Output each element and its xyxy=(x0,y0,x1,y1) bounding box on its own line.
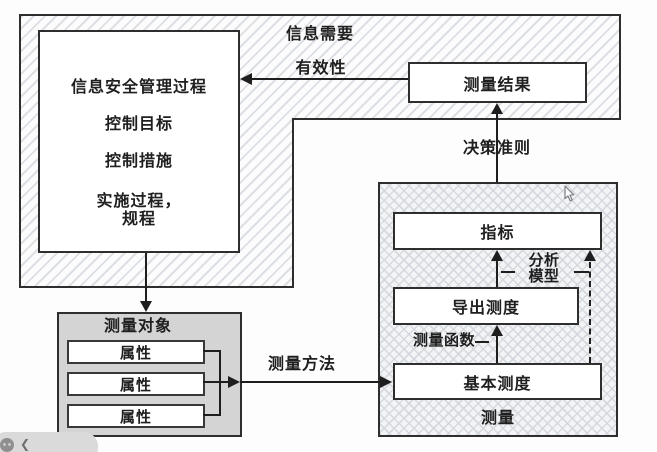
control-measures-label: 控制措施 xyxy=(104,153,173,170)
attribute3-connector-line xyxy=(203,414,221,416)
derived-measure-label: 导出测度 xyxy=(451,300,520,317)
base-measure-box: 基本测度 xyxy=(393,363,602,400)
decision-criteria-arrow-line xyxy=(496,112,498,212)
derived-measure-box: 导出测度 xyxy=(393,287,579,325)
management-process-box: 信息安全管理过程 控制目标 控制措施 实施过程， 规程 xyxy=(38,30,240,253)
attribute1-connector-line xyxy=(203,350,221,352)
base-to-indicator-dashed-line xyxy=(589,262,591,363)
info-need-label: 信息需要 xyxy=(285,26,354,43)
mouse-cursor-icon xyxy=(564,185,575,202)
base-to-indicator-arrowhead-icon xyxy=(584,250,596,261)
management-to-object-arrowhead-icon xyxy=(140,301,152,312)
region-border-inner-vertical xyxy=(292,118,294,288)
attribute-box: 属性 xyxy=(67,372,205,396)
base-to-derived-arrowhead-icon xyxy=(491,325,503,336)
region-border-strip-bottom xyxy=(292,118,621,120)
attribute-box: 属性 xyxy=(67,340,205,364)
measured-object-box: 测量对象 属性 属性 属性 xyxy=(57,312,242,437)
attribute-label: 属性 xyxy=(119,409,152,426)
base-to-derived-arrow-line xyxy=(496,334,498,363)
indicator-box: 指标 xyxy=(393,212,602,250)
measurement-method-label: 测量方法 xyxy=(267,356,336,373)
base-measure-label: 基本测度 xyxy=(463,375,532,393)
chevron-left-icon[interactable]: ❮ xyxy=(20,437,31,451)
attribute-merge-arrowhead-icon xyxy=(228,376,240,388)
measurement-group-label: 测量 xyxy=(480,410,515,427)
measurement-results-label: 测量结果 xyxy=(463,76,532,94)
region-border-right xyxy=(619,14,621,120)
attribute-bus-line xyxy=(219,350,221,416)
management-process-title: 信息安全管理过程 xyxy=(70,79,207,96)
implementation-procedures-label: 实施过程， 规程 xyxy=(96,193,182,228)
region-border-left xyxy=(19,14,21,288)
attribute-label: 属性 xyxy=(119,345,152,362)
attribute2-connector-line xyxy=(203,381,229,383)
measured-object-title: 测量对象 xyxy=(103,318,172,335)
decision-criteria-label: 决策准则 xyxy=(462,140,531,157)
measurement-method-arrowhead-icon xyxy=(380,376,392,388)
effectiveness-arrowhead-icon xyxy=(240,73,252,85)
measurement-function-label: 测量函数 xyxy=(412,333,475,349)
measurement-function-dash xyxy=(475,341,489,343)
measurement-method-arrow-line xyxy=(240,381,380,383)
effectiveness-label: 有效性 xyxy=(295,60,347,77)
effectiveness-arrow-line xyxy=(250,78,408,80)
control-objectives-label: 控制目标 xyxy=(104,116,173,133)
management-to-object-arrow-line xyxy=(145,253,147,301)
derived-to-indicator-arrowhead-icon xyxy=(491,250,503,261)
analysis-model-dash-right xyxy=(574,271,589,273)
region-border-bottom xyxy=(19,286,294,288)
measurement-results-box: 测量结果 xyxy=(408,62,587,103)
overlay-circle-icon[interactable] xyxy=(0,438,14,452)
analysis-model-dash-left xyxy=(501,271,515,273)
derived-to-indicator-arrow-line xyxy=(496,259,498,287)
region-border-top xyxy=(19,14,621,16)
decision-criteria-arrowhead-icon xyxy=(491,103,503,114)
attribute-box: 属性 xyxy=(67,404,205,428)
indicator-label: 指标 xyxy=(480,225,515,242)
player-overlay-pill[interactable]: ❮ xyxy=(0,432,98,452)
attribute-label: 属性 xyxy=(119,377,152,394)
analysis-model-label: 分析 模型 xyxy=(528,253,560,285)
